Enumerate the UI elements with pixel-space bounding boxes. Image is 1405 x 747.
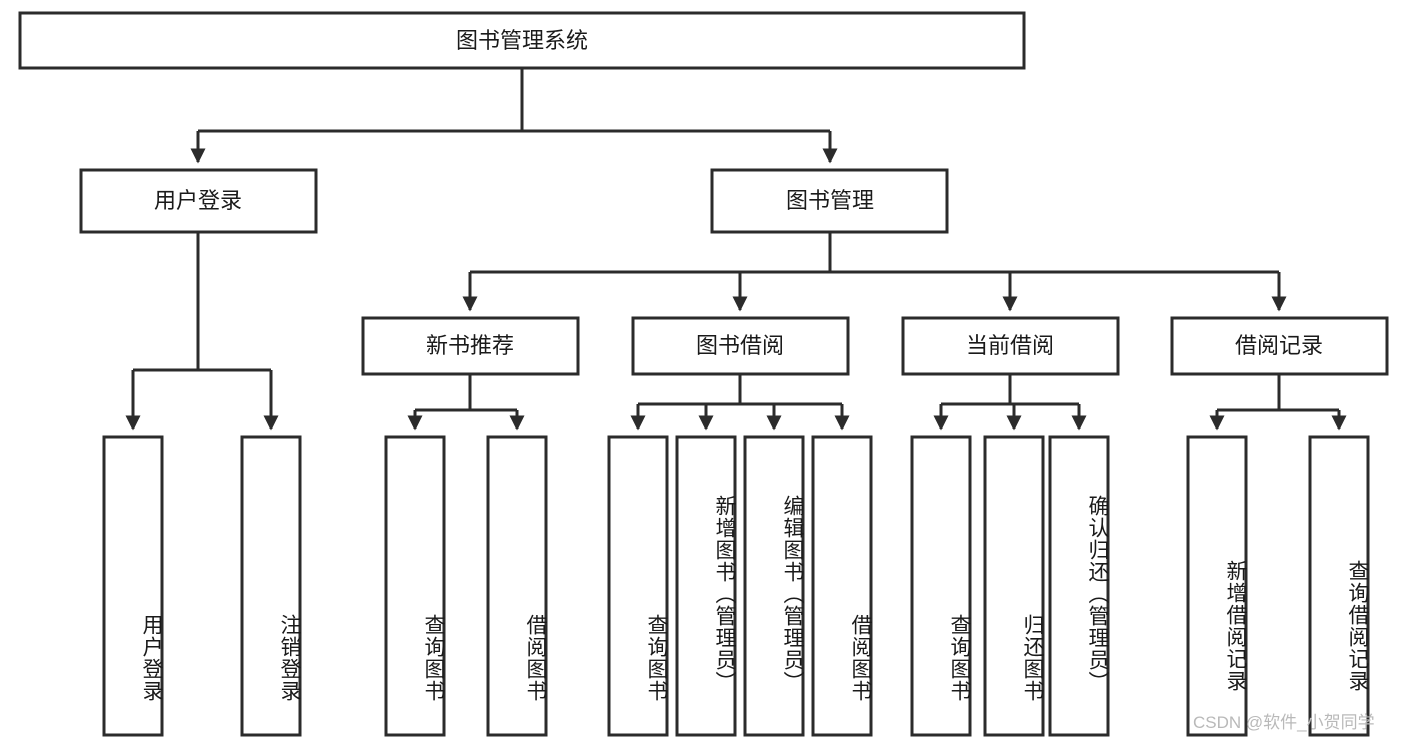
node-book-borrow-box[interactable] bbox=[631, 316, 850, 376]
node-leaf-query-book-current-box[interactable] bbox=[910, 435, 972, 737]
leaf-boxes bbox=[102, 435, 1370, 737]
connector-user-login-to-leaves bbox=[125, 232, 279, 431]
csdn-watermark: CSDN @软件_小贺同学 bbox=[1193, 713, 1375, 732]
node-root-box[interactable] bbox=[18, 11, 1026, 70]
node-book-borrow-label: 图书借阅 bbox=[696, 333, 784, 358]
node-leaf-return-book-box[interactable] bbox=[983, 435, 1045, 737]
node-root-label: 图书管理系统 bbox=[456, 28, 588, 53]
connector-current-borrow-to-leaves bbox=[933, 374, 1087, 431]
node-leaf-query-borrow-record-box[interactable] bbox=[1308, 435, 1370, 737]
node-leaf-query-book-borrow-box[interactable] bbox=[607, 435, 669, 737]
node-leaf-user-login-box[interactable] bbox=[102, 435, 164, 737]
connector-new-book-recommend-to-leaves bbox=[407, 374, 525, 431]
node-leaf-logout-box[interactable] bbox=[240, 435, 302, 737]
connector-root-to-level2 bbox=[190, 68, 838, 164]
node-book-borrow[interactable]: 图书借阅 bbox=[631, 316, 850, 376]
node-book-management[interactable]: 图书管理 bbox=[710, 168, 949, 234]
connector-book-borrow-to-leaves bbox=[630, 374, 850, 431]
node-new-book-recommend[interactable]: 新书推荐 bbox=[361, 316, 580, 376]
node-borrow-record[interactable]: 借阅记录 bbox=[1170, 316, 1389, 376]
node-book-management-label: 图书管理 bbox=[786, 188, 874, 213]
node-leaf-confirm-return-box[interactable] bbox=[1048, 435, 1110, 737]
node-new-book-recommend-box[interactable] bbox=[361, 316, 580, 376]
node-new-book-recommend-label: 新书推荐 bbox=[426, 333, 514, 358]
node-leaf-add-borrow-record-box[interactable] bbox=[1186, 435, 1248, 737]
node-borrow-record-box[interactable] bbox=[1170, 316, 1389, 376]
node-leaf-add-book-box[interactable] bbox=[675, 435, 737, 737]
node-leaf-borrow-book-box[interactable] bbox=[811, 435, 873, 737]
connector-book-management-to-level3 bbox=[462, 232, 1287, 312]
node-user-login-box[interactable] bbox=[79, 168, 318, 234]
node-leaf-query-book-recommend-box[interactable] bbox=[384, 435, 446, 737]
node-borrow-record-label: 借阅记录 bbox=[1235, 333, 1323, 358]
node-current-borrow-box[interactable] bbox=[901, 316, 1120, 376]
node-user-login[interactable]: 用户登录 bbox=[79, 168, 318, 234]
node-current-borrow[interactable]: 当前借阅 bbox=[901, 316, 1120, 376]
node-user-login-label: 用户登录 bbox=[154, 188, 242, 213]
node-leaf-borrow-book-recommend-box[interactable] bbox=[486, 435, 548, 737]
node-leaf-edit-book-box[interactable] bbox=[743, 435, 805, 737]
connector-borrow-record-to-leaves bbox=[1209, 374, 1347, 431]
node-book-management-box[interactable] bbox=[710, 168, 949, 234]
node-current-borrow-label: 当前借阅 bbox=[966, 333, 1054, 358]
node-root[interactable]: 图书管理系统 bbox=[18, 11, 1026, 70]
